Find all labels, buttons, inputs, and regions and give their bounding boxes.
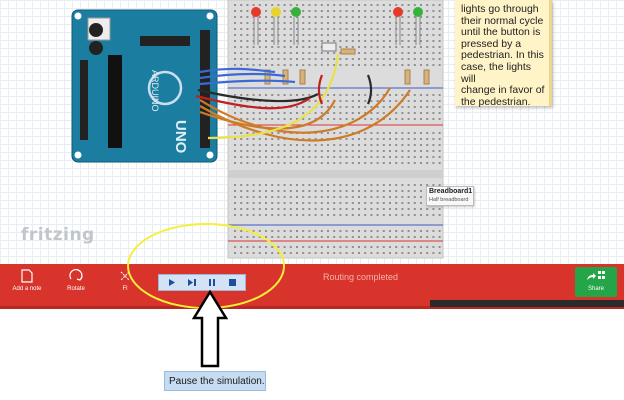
share-button[interactable]: Share — [575, 267, 617, 297]
rotate-icon — [69, 269, 83, 281]
step-icon[interactable] — [182, 275, 202, 290]
pause-icon[interactable] — [202, 275, 222, 290]
instruction-caption: Pause the simulation. — [164, 371, 266, 391]
breadboard-tooltip-title: Breadboard1 — [429, 188, 473, 195]
note-line: change in favor of — [461, 84, 545, 97]
stop-icon[interactable] — [222, 275, 242, 290]
note-line: lights go through — [461, 3, 539, 15]
add-note-button[interactable]: Add a note — [10, 269, 44, 292]
status-bar-strip — [430, 300, 624, 307]
note-line: until the button is — [461, 26, 541, 39]
resistors — [264, 48, 430, 85]
rotate-label: Rotate — [67, 286, 85, 292]
leds — [251, 7, 423, 45]
fritzing-watermark: fritzing — [21, 225, 95, 245]
note-line: pedestrian. In this — [461, 49, 544, 62]
note-line: the pedestrian. — [461, 95, 531, 108]
flip-button[interactable]: Fl — [118, 269, 132, 292]
flip-label: Fl — [122, 286, 128, 292]
note-icon — [21, 269, 33, 283]
status-text: Routing completed — [323, 272, 399, 282]
rotate-button[interactable]: Rotate — [62, 269, 90, 292]
note-line: their normal cycle — [461, 14, 544, 27]
flip-icon — [120, 271, 130, 281]
note-line: case, the lights will — [461, 60, 532, 85]
share-icon — [587, 271, 605, 280]
arduino-board — [71, 9, 218, 163]
arduino-label: UNO — [172, 120, 189, 154]
breadboard-tooltip-subtitle: Half breadboard — [429, 197, 469, 203]
simulator-controls — [158, 274, 246, 291]
push-button — [321, 42, 337, 52]
share-label: Share — [587, 286, 604, 292]
arduino-brand: ARDUINO — [150, 70, 160, 112]
note-line: pressed by a — [461, 37, 522, 50]
breadboard-canvas[interactable]: UNO ARDUINO — [0, 0, 624, 264]
play-icon[interactable] — [162, 275, 182, 290]
add-note-label: Add a note — [12, 286, 42, 292]
breadboard-tooltip: Breadboard1 Half breadboard — [426, 186, 474, 206]
